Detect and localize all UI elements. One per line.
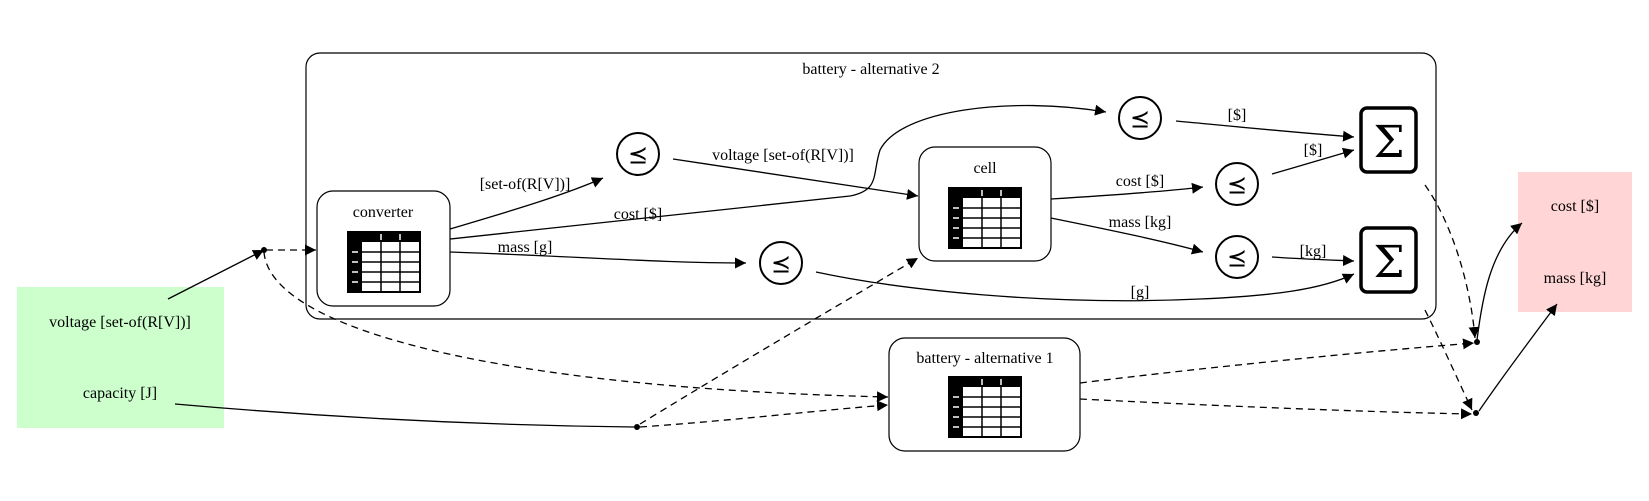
sum-icon: Σ [1373,117,1404,168]
edge-label-conv-voltage: [set-of(R[V])] [480,176,571,193]
edge-leq-to-sum-cost-mid [1271,147,1355,175]
edge-capacity-input-to-junction [174,403,635,428]
leq-node-converter-cost: ⪯ [1118,96,1162,140]
edge-sum-cost-to-junction [1424,184,1480,339]
edge-label-cell-mass: mass [kg] [1109,214,1172,231]
junction-cost [1474,339,1480,345]
output-mass-label: mass [kg] [1544,270,1607,287]
leq-icon: ⪯ [628,141,648,169]
edge-alt1-to-mass-junction [1079,398,1473,420]
inputs-block [17,287,224,428]
cell-table-icon [948,187,1022,249]
leq-icon: ⪯ [1227,244,1247,272]
leq-node-converter-mass: ⪯ [759,241,803,285]
edge-label-sum-cost-top: [$] [1228,107,1247,124]
edge-leq-to-sum-cost-top [1175,120,1355,142]
leq-icon: ⪯ [1130,105,1150,133]
edge-leq-to-sum-mass-kg [1271,255,1355,267]
edge-label-conv-mass: mass [g] [498,239,553,256]
edge-label-conv-cost: cost [$] [614,206,662,223]
edge-alt1-to-cost-junction [1079,338,1475,384]
leq-node-cell-mass: ⪯ [1215,235,1259,279]
leq-icon: ⪯ [771,250,791,278]
edge-cell-mass [1050,217,1204,255]
edge-junction-to-output-mass [1478,303,1558,412]
edge-leq-to-cell-voltage [672,158,919,200]
converter-table-icon [347,231,421,293]
edge-converter-mass [449,251,747,269]
edge-leq-to-sum-mass-g [815,271,1355,302]
alt1-table-icon [948,376,1022,438]
edge-capacity-junction-to-alt1 [639,400,889,428]
edge-label-sum-mass-kg: [kg] [1300,243,1327,260]
cell-label: cell [973,160,997,177]
input-capacity-label: capacity [J] [83,385,157,402]
edge-sum-mass-to-junction [1424,309,1473,411]
junction-capacity [634,424,640,430]
alt1-label: battery - alternative 1 [916,350,1053,367]
sum-node-cost: Σ [1359,106,1418,174]
edge-label-cell-cost: cost [$] [1116,173,1164,190]
edge-voltage-junction-to-alt1 [263,251,889,403]
edge-capacity-junction-to-cell [639,257,919,425]
leq-icon: ⪯ [1227,171,1247,199]
edge-voltage-input-to-junction [167,249,265,300]
edge-label-sum-cost-mid: [$] [1304,142,1323,159]
edge-label-voltage-to-cell: voltage [set-of(R[V])] [712,147,854,164]
alt2-title: battery - alternative 2 [802,61,939,78]
converter-label: converter [353,204,414,221]
outputs-block [1518,172,1632,312]
sum-icon: Σ [1373,237,1404,288]
input-voltage-label: voltage [set-of(R[V])] [49,314,191,331]
junction-mass [1473,410,1479,416]
edge-converter-voltage [449,177,604,230]
edge-junction-to-output-cost [1476,222,1523,341]
sum-node-mass: Σ [1359,226,1418,294]
leq-node-cell-cost: ⪯ [1215,162,1259,206]
edge-cell-cost [1050,182,1204,200]
edge-label-sum-mass-g: [g] [1131,284,1150,301]
output-cost-label: cost [$] [1551,198,1599,215]
leq-node-converter-voltage: ⪯ [616,132,660,176]
alt2-cluster [305,52,1437,320]
